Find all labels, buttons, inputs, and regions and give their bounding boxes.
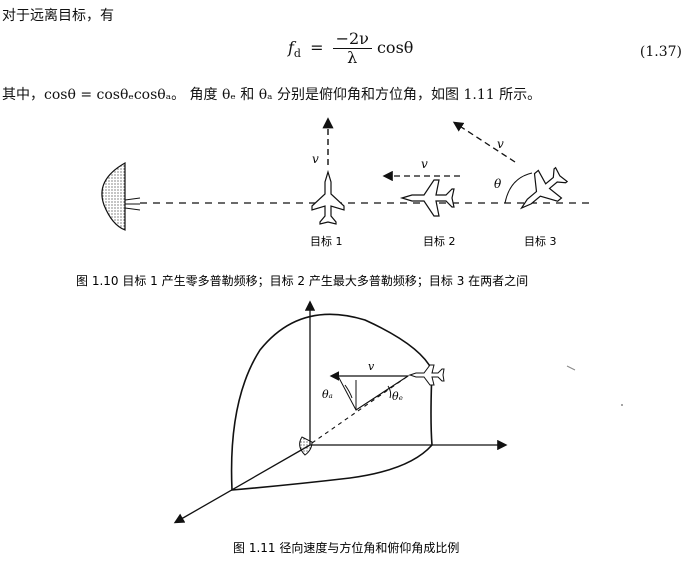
v-label-target-2: v bbox=[421, 157, 428, 171]
azimuth-arc bbox=[344, 384, 353, 399]
v-label-target-3: v bbox=[497, 137, 504, 151]
eq-lhs: f bbox=[288, 38, 294, 57]
projection-line bbox=[355, 375, 409, 411]
figure-1-11: v θₐ θₑ bbox=[173, 300, 508, 524]
aircraft-small-icon bbox=[408, 364, 445, 386]
label-target-3: 目标 3 bbox=[524, 234, 557, 248]
radar-dish-icon bbox=[101, 161, 141, 231]
theta-label: θ bbox=[494, 177, 502, 191]
para-text: 其中，cosθ = cosθₑcosθₐ。 角度 θₑ 和 θₐ 分别是俯仰角和… bbox=[2, 87, 542, 103]
doppler-equation: fd = −2ν λ cosθ bbox=[288, 29, 414, 67]
eq-fraction: −2ν λ bbox=[332, 30, 372, 67]
elevation-arc bbox=[387, 385, 392, 399]
aircraft-target-3-icon bbox=[519, 166, 569, 210]
eq-denominator: λ bbox=[347, 48, 358, 67]
eq-tail: cosθ bbox=[376, 38, 414, 57]
equation-number: (1.37) bbox=[639, 44, 682, 60]
v-label: v bbox=[368, 360, 375, 373]
aircraft-target-2-icon bbox=[399, 179, 455, 217]
theta-arc bbox=[504, 172, 533, 204]
coverage-dome bbox=[230, 313, 433, 491]
aircraft-target-1-icon bbox=[311, 169, 345, 225]
caption-figure-1-11: 图 1.11 径向速度与方位角和俯仰角成比例 bbox=[233, 540, 459, 555]
caption-figure-1-10: 图 1.10 目标 1 产生零多普勒频移；目标 2 产生最大多普勒频移；目标 3… bbox=[76, 274, 528, 288]
stray-mark bbox=[566, 365, 576, 371]
intro-text: 对于远离目标，有 bbox=[2, 8, 114, 24]
stray-dot bbox=[621, 404, 623, 406]
theta-a-label: θₐ bbox=[322, 388, 333, 401]
v-label-target-1: v bbox=[312, 152, 319, 166]
y-axis bbox=[173, 444, 311, 524]
label-target-1: 目标 1 bbox=[310, 234, 343, 248]
eq-numerator: −2ν bbox=[332, 30, 372, 49]
range-line bbox=[311, 375, 409, 444]
radar-small-icon bbox=[299, 436, 313, 456]
velocity-arrow-target-3 bbox=[452, 121, 516, 163]
theta-e-label: θₑ bbox=[392, 390, 403, 403]
label-target-2: 目标 2 bbox=[423, 234, 456, 248]
eq-lhs-sub: d bbox=[293, 47, 301, 61]
